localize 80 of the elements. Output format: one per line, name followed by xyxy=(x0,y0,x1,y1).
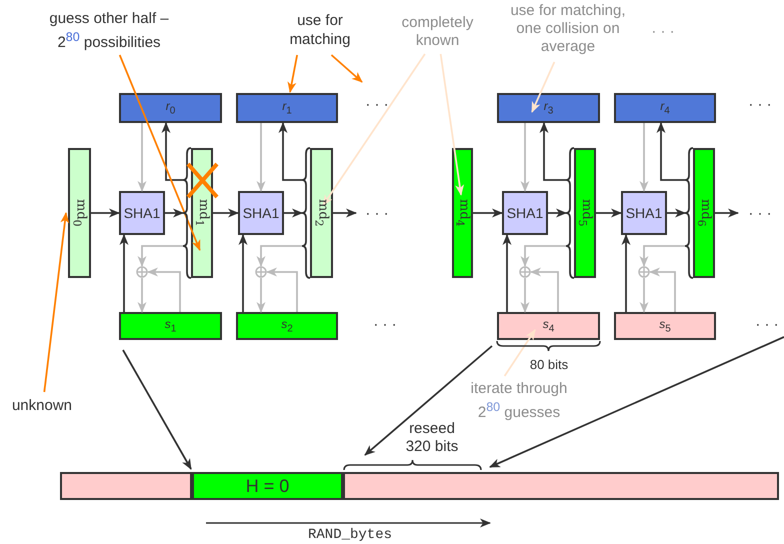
arrow xyxy=(596,208,622,218)
arrow xyxy=(165,208,184,218)
arrow xyxy=(489,336,784,468)
arrow xyxy=(520,245,566,267)
arrow xyxy=(278,122,302,181)
arrow xyxy=(667,208,686,218)
state-block: s$_{4}$ xyxy=(497,312,600,340)
arrow xyxy=(540,122,566,181)
state-block: s$_{2}$ xyxy=(236,312,338,340)
buffer-segment: H = 0 xyxy=(192,472,343,500)
leader-arrow xyxy=(43,212,70,392)
xor-symbol xyxy=(519,266,531,278)
output-block: r$_{3}$ xyxy=(497,93,600,123)
brace-label: reseed 320 bits xyxy=(404,420,460,456)
arrow xyxy=(622,234,630,312)
output-block: r$_{4}$ xyxy=(614,93,716,123)
arrow xyxy=(548,208,567,218)
arrow xyxy=(284,208,303,218)
arrow xyxy=(213,208,239,218)
arrow xyxy=(266,268,298,312)
arrow xyxy=(162,122,183,181)
arrow xyxy=(256,123,266,192)
leader-arrow xyxy=(330,54,363,83)
xor-symbol xyxy=(255,266,267,278)
arrow xyxy=(91,208,120,218)
leader-arrow xyxy=(288,54,298,93)
hash-box: SHA1 xyxy=(502,191,548,235)
buffer-segment xyxy=(343,472,779,500)
arrow xyxy=(649,268,676,312)
brace-label: 80 bits xyxy=(530,356,568,374)
annotation-text: completely known xyxy=(385,12,490,52)
output-block: r$_{0}$ xyxy=(119,93,222,123)
arrow xyxy=(120,234,128,312)
hash-box: SHA1 xyxy=(238,191,284,235)
arrow xyxy=(256,278,266,313)
annotation-text: iterate through 2$^{80}$ guesses xyxy=(459,380,579,422)
arrow xyxy=(656,122,685,181)
function-name: RAND_bytes xyxy=(308,526,392,544)
arrow xyxy=(520,278,530,313)
arrow xyxy=(520,123,530,192)
arrow xyxy=(138,123,146,192)
arrow xyxy=(256,245,302,267)
arrow xyxy=(640,278,648,313)
leader-arrow xyxy=(531,62,556,113)
leader-arrow xyxy=(118,54,201,251)
arrow xyxy=(122,350,192,470)
annotation-text: use for matching xyxy=(268,8,372,52)
ellipsis: · · · xyxy=(373,316,397,334)
state-block: s$_{5}$ xyxy=(614,312,716,340)
arrow xyxy=(715,208,739,218)
arrow xyxy=(138,245,183,267)
ellipsis: · · · xyxy=(651,23,675,41)
ellipsis: · · · xyxy=(356,203,398,223)
output-block: r$_{1}$ xyxy=(236,93,338,123)
arrow xyxy=(238,234,248,312)
arrow xyxy=(364,345,493,456)
ellipsis: · · · xyxy=(738,203,782,223)
arrow xyxy=(502,234,512,312)
arrow xyxy=(138,278,146,313)
annotation-text: use for matching, one collision on average xyxy=(506,0,630,58)
arrow xyxy=(640,123,648,192)
ellipsis: · · · xyxy=(365,96,389,114)
leader-arrow xyxy=(440,54,464,196)
leader-arrow xyxy=(322,54,426,206)
arrow xyxy=(530,268,559,312)
arrow xyxy=(640,245,685,267)
annotation-text: unknown xyxy=(4,394,80,416)
arrow xyxy=(147,268,181,312)
annotation-text: guess other half – 2$^{80}$ possibilities xyxy=(42,8,176,52)
state-block: s$_{1}$ xyxy=(119,312,222,340)
leader-arrow xyxy=(504,329,536,376)
buffer-segment xyxy=(60,472,192,500)
xor-symbol xyxy=(638,266,650,278)
arrow xyxy=(333,208,357,218)
hash-box: SHA1 xyxy=(119,191,165,235)
xor-symbol xyxy=(136,266,148,278)
hash-box: SHA1 xyxy=(621,191,667,235)
ellipsis: · · · xyxy=(748,96,772,114)
arrow xyxy=(473,208,503,218)
ellipsis: · · · xyxy=(755,316,779,334)
